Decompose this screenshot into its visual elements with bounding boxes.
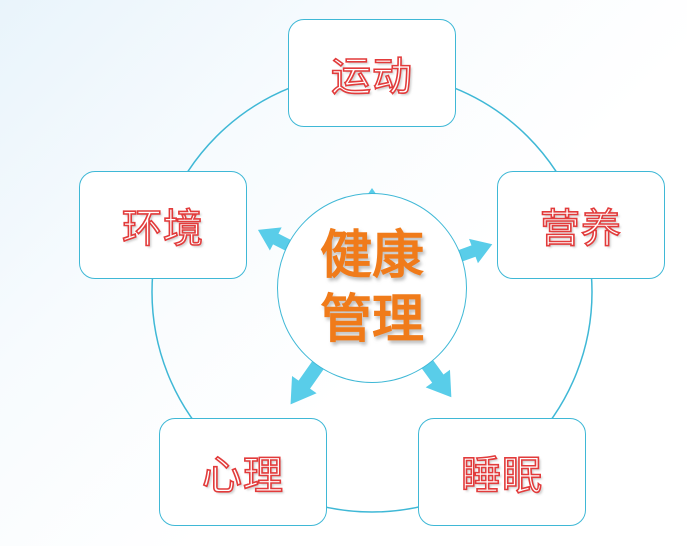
node-psychology: 心理	[159, 418, 327, 526]
node-environment: 环境	[79, 171, 247, 279]
node-psychology-label: 心理	[201, 452, 284, 500]
node-environment-label: 环境	[121, 205, 204, 253]
node-nutrition: 营养	[497, 171, 665, 279]
arrow-to-nutrition	[456, 238, 493, 264]
arrow-to-psychology	[290, 356, 328, 405]
node-sleep-label: 睡眠	[460, 452, 543, 500]
center-title-line1: 健康	[319, 226, 424, 286]
node-exercise: 运动	[288, 19, 456, 127]
node-nutrition-label: 营养	[539, 205, 622, 253]
node-exercise-label: 运动	[330, 53, 413, 101]
node-sleep: 睡眠	[418, 418, 586, 526]
arrow-to-environment	[257, 227, 293, 252]
center-circle: 健康 管理	[277, 193, 467, 383]
center-title-line2: 管理	[319, 290, 424, 350]
